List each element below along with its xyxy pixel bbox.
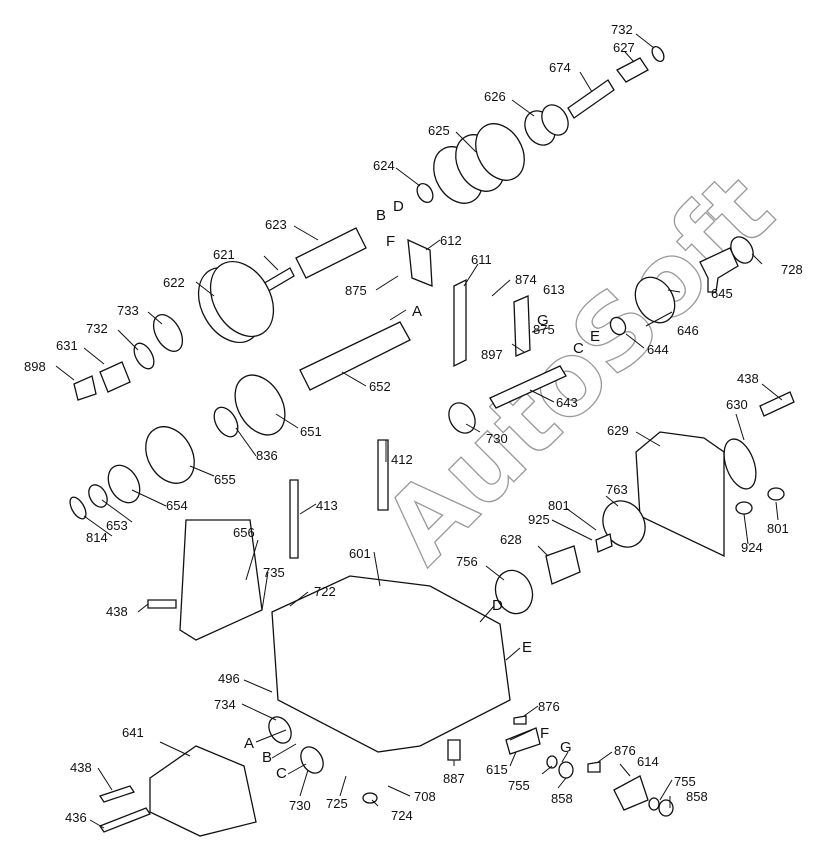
label-644: 644: [647, 342, 669, 357]
label-614: 614: [637, 754, 659, 769]
label-413: 413: [316, 498, 338, 513]
label-a-lower: A: [244, 735, 254, 752]
label-755-b: 755: [674, 774, 696, 789]
label-611: 611: [471, 252, 492, 267]
label-627: 627: [613, 40, 635, 55]
label-624: 624: [373, 158, 395, 173]
label-613: 613: [543, 282, 565, 297]
label-438-a: 438: [737, 371, 759, 386]
label-b-upper: B: [376, 207, 386, 224]
label-730-a: 730: [486, 431, 508, 446]
label-874: 874: [515, 272, 537, 287]
label-621: 621: [213, 247, 235, 262]
label-801-a: 801: [548, 498, 570, 513]
label-b-lower: B: [262, 749, 272, 766]
label-730-b: 730: [289, 798, 311, 813]
label-e-lower: E: [522, 639, 532, 656]
leader-lines: [55, 33, 783, 829]
label-732-b: 732: [86, 321, 108, 336]
label-646: 646: [677, 323, 699, 338]
label-755-a: 755: [508, 778, 530, 793]
label-887: 887: [443, 771, 465, 786]
label-e-upper: E: [590, 328, 600, 345]
label-801-b: 801: [767, 521, 789, 536]
label-897: 897: [481, 347, 503, 362]
label-722: 722: [314, 584, 336, 599]
label-631: 631: [56, 338, 78, 353]
label-623: 623: [265, 217, 287, 232]
label-629: 629: [607, 423, 629, 438]
label-a-upper: A: [412, 303, 422, 320]
upper-spool-parts: [69, 45, 795, 520]
label-654: 654: [166, 498, 188, 513]
label-876-b: 876: [614, 743, 636, 758]
label-925: 925: [528, 512, 550, 527]
label-645: 645: [711, 286, 733, 301]
label-c-lower: C: [276, 765, 287, 782]
label-875-b: 875: [533, 322, 555, 337]
label-836: 836: [256, 448, 278, 463]
label-436: 436: [65, 810, 87, 825]
label-734: 734: [214, 697, 236, 712]
label-630: 630: [726, 397, 748, 412]
label-d-lower: D: [492, 597, 503, 614]
label-496: 496: [218, 671, 240, 686]
label-858-b: 858: [686, 789, 708, 804]
part-labels: 732 627 674 626 625 624 B D 623 F 612 62…: [24, 22, 803, 825]
label-653: 653: [106, 518, 128, 533]
label-d-upper: D: [393, 198, 404, 215]
label-g-lower: G: [560, 739, 572, 756]
label-875-a: 875: [345, 283, 367, 298]
label-756: 756: [456, 554, 478, 569]
label-622: 622: [163, 275, 185, 290]
label-g-upper: G: [537, 312, 549, 329]
label-628: 628: [500, 532, 522, 547]
label-c-upper: C: [573, 340, 584, 357]
label-655: 655: [214, 472, 236, 487]
label-898: 898: [24, 359, 46, 374]
label-651: 651: [300, 424, 322, 439]
valve-body-parts: [98, 431, 785, 837]
label-626: 626: [484, 89, 506, 104]
label-858-a: 858: [551, 791, 573, 806]
watermark: AutoSoft: [361, 151, 795, 585]
label-708: 708: [414, 789, 436, 804]
label-733: 733: [117, 303, 139, 318]
label-814: 814: [86, 530, 108, 545]
label-615: 615: [486, 762, 508, 777]
label-f-lower: F: [540, 725, 549, 742]
label-763: 763: [606, 482, 628, 497]
label-438-b: 438: [106, 604, 128, 619]
label-412: 412: [391, 452, 413, 467]
label-601: 601: [349, 546, 371, 561]
label-674: 674: [549, 60, 571, 75]
label-438-c: 438: [70, 760, 92, 775]
label-643: 643: [556, 395, 578, 410]
label-728: 728: [781, 262, 803, 277]
label-641: 641: [122, 725, 144, 740]
label-652: 652: [369, 379, 391, 394]
label-924: 924: [741, 540, 763, 555]
label-725: 725: [326, 796, 348, 811]
label-f-upper: F: [386, 233, 395, 250]
label-876-a: 876: [538, 699, 560, 714]
label-656: 656: [233, 525, 255, 540]
label-735: 735: [263, 565, 285, 580]
label-612: 612: [440, 233, 462, 248]
label-625: 625: [428, 123, 450, 138]
label-724: 724: [391, 808, 413, 823]
label-732-a: 732: [611, 22, 633, 37]
